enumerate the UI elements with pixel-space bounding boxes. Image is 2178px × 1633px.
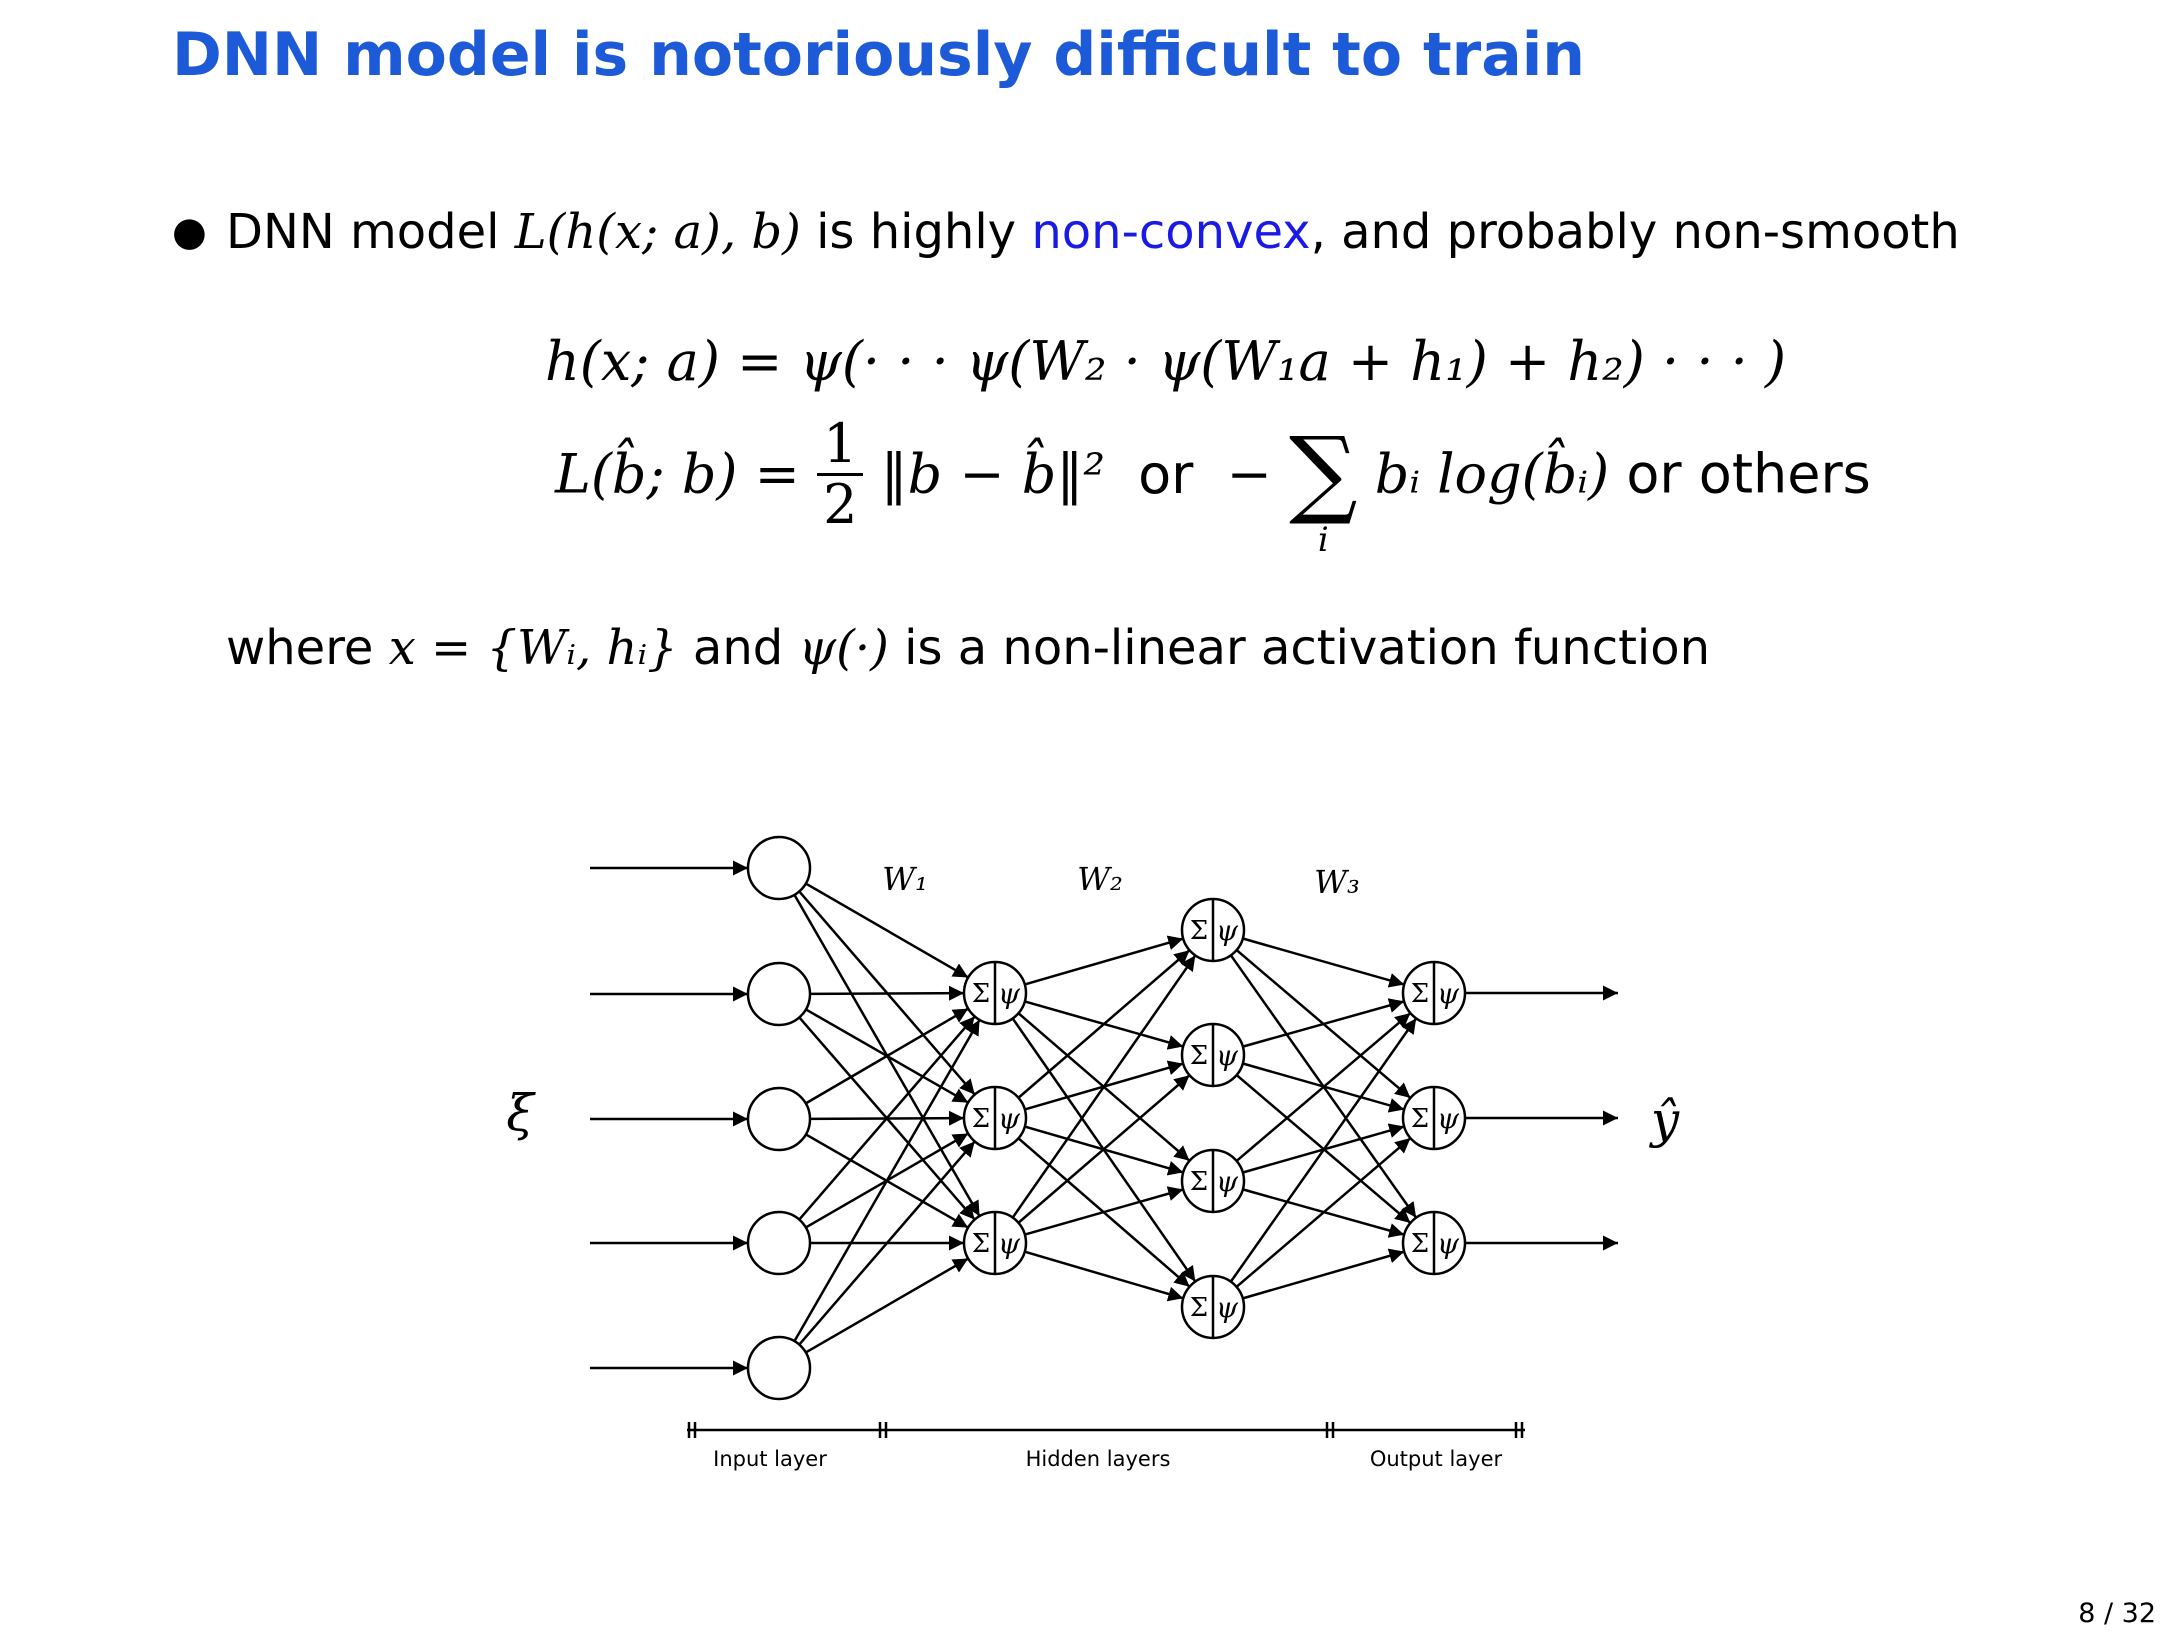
activation-glyph: ψ bbox=[998, 1102, 1021, 1135]
input-symbol-xi: ξ bbox=[506, 1084, 536, 1142]
bullet-text-3: , and probably non-smooth bbox=[1310, 204, 1960, 260]
activation-glyph: ψ bbox=[1437, 1102, 1460, 1135]
connection-edge bbox=[1229, 1017, 1418, 1283]
sum-glyph: Σ bbox=[1190, 1293, 1208, 1323]
eq2-minus: − bbox=[1226, 442, 1272, 506]
input-neuron bbox=[746, 961, 812, 1027]
activation-glyph: ψ bbox=[998, 1227, 1021, 1260]
connection-edge bbox=[1011, 954, 1197, 1219]
sum-glyph: Σ bbox=[1190, 1041, 1208, 1071]
where-text-3: is a non-linear activation function bbox=[904, 620, 1711, 676]
where-text-2: and bbox=[692, 620, 784, 676]
sum-glyph: Σ bbox=[1190, 916, 1208, 946]
sum-glyph: Σ bbox=[1190, 1167, 1208, 1197]
eq2-term: bᵢ log(b̂ᵢ) bbox=[1374, 442, 1610, 506]
connection-edge bbox=[1242, 1248, 1405, 1300]
input-neuron bbox=[746, 1086, 812, 1152]
activation-glyph: ψ bbox=[998, 977, 1021, 1010]
activation-glyph: ψ bbox=[1437, 977, 1460, 1010]
eq2-summation: ∑ i bbox=[1289, 424, 1358, 560]
output-symbol-y-hat: ŷ bbox=[1649, 1091, 1680, 1149]
connection-edge bbox=[1242, 998, 1405, 1048]
weight-label-w1: W₁ bbox=[882, 860, 928, 898]
connection-edge bbox=[1235, 1012, 1412, 1162]
connection-edge bbox=[805, 882, 969, 979]
sum-glyph: Σ bbox=[1411, 1104, 1429, 1134]
sum-glyph: Σ bbox=[972, 979, 990, 1009]
network-edges bbox=[590, 860, 1618, 1376]
eq2-norm: ‖b − b̂‖² bbox=[880, 442, 1105, 506]
bullet-text-1: DNN model bbox=[226, 204, 500, 260]
input-neuron bbox=[746, 835, 812, 901]
sum-index: i bbox=[1317, 520, 1329, 560]
connection-edge bbox=[805, 1007, 969, 1105]
equation-loss-function: L(b̂; b) = 1 2 ‖b − b̂‖² or − ∑ i bᵢ log… bbox=[555, 410, 1871, 590]
activation-glyph: ψ bbox=[1216, 1039, 1239, 1072]
eq2-fraction: 1 2 bbox=[817, 414, 864, 536]
connection-edge bbox=[1235, 1137, 1412, 1288]
sum-glyph: Σ bbox=[1411, 979, 1429, 1009]
connection-edge bbox=[1017, 949, 1191, 1099]
equation-network-function: h(x; a) = ψ(· · · ψ(W₂ · ψ(W₁a + h₁) + h… bbox=[545, 330, 1787, 393]
input-neuron bbox=[746, 1335, 812, 1401]
eq2-or-others: or others bbox=[1626, 442, 1871, 506]
layer-label-input: Input layer bbox=[713, 1447, 827, 1471]
slide-title: DNN model is notoriously difficult to tr… bbox=[172, 20, 1586, 90]
eq2-or: or bbox=[1138, 442, 1194, 506]
where-math-params: x = {Wᵢ, hᵢ} bbox=[388, 620, 678, 676]
sum-glyph: Σ bbox=[1411, 1229, 1429, 1259]
eq2-lhs: L(b̂; b) = bbox=[555, 442, 818, 506]
page-number: 8 / 32 bbox=[2078, 1598, 2156, 1629]
bullet-item: ● DNN model L(h(x; a), b) is highly non-c… bbox=[172, 200, 1960, 264]
activation-glyph: ψ bbox=[1216, 914, 1239, 947]
sum-glyph: Σ bbox=[972, 1104, 990, 1134]
connection-edge bbox=[1024, 1186, 1184, 1236]
sum-symbol: ∑ bbox=[1288, 416, 1358, 528]
connection-edge bbox=[793, 1019, 981, 1342]
connection-edge bbox=[805, 1257, 969, 1354]
weight-label-w3: W₃ bbox=[1314, 863, 1360, 901]
bullet-dot: ● bbox=[172, 209, 207, 255]
input-neuron bbox=[746, 1210, 812, 1276]
connection-edge bbox=[1017, 1074, 1191, 1224]
activation-glyph: ψ bbox=[1437, 1227, 1460, 1260]
bullet-math-loss: L(h(x; a), b) bbox=[514, 204, 801, 260]
eq2-frac-num: 1 bbox=[817, 414, 864, 476]
activation-glyph: ψ bbox=[1216, 1165, 1239, 1198]
connection-edge bbox=[798, 1015, 976, 1221]
sum-glyph: Σ bbox=[972, 1229, 990, 1259]
connection-edge bbox=[1242, 937, 1405, 988]
activation-glyph: ψ bbox=[1216, 1291, 1239, 1324]
non-convex-highlight: non-convex bbox=[1031, 204, 1311, 260]
connection-edge bbox=[1024, 935, 1184, 986]
layer-label-hidden: Hidden layers bbox=[1026, 1447, 1171, 1471]
connection-edge bbox=[1024, 1250, 1184, 1302]
eq2-frac-den: 2 bbox=[823, 472, 858, 536]
connection-edge bbox=[809, 985, 965, 1001]
where-math-activation: ψ(·) bbox=[798, 620, 889, 676]
bullet-text-2: is highly bbox=[816, 204, 1017, 260]
where-text-1: where bbox=[226, 620, 374, 676]
weight-label-w2: W₂ bbox=[1077, 860, 1123, 898]
layer-scale-bar bbox=[687, 1422, 1525, 1438]
where-statement: where x = {Wᵢ, hᵢ} and ψ(·) is a non-lin… bbox=[226, 616, 1710, 680]
connection-edge bbox=[798, 1140, 976, 1346]
layer-label-output: Output layer bbox=[1370, 1447, 1503, 1471]
